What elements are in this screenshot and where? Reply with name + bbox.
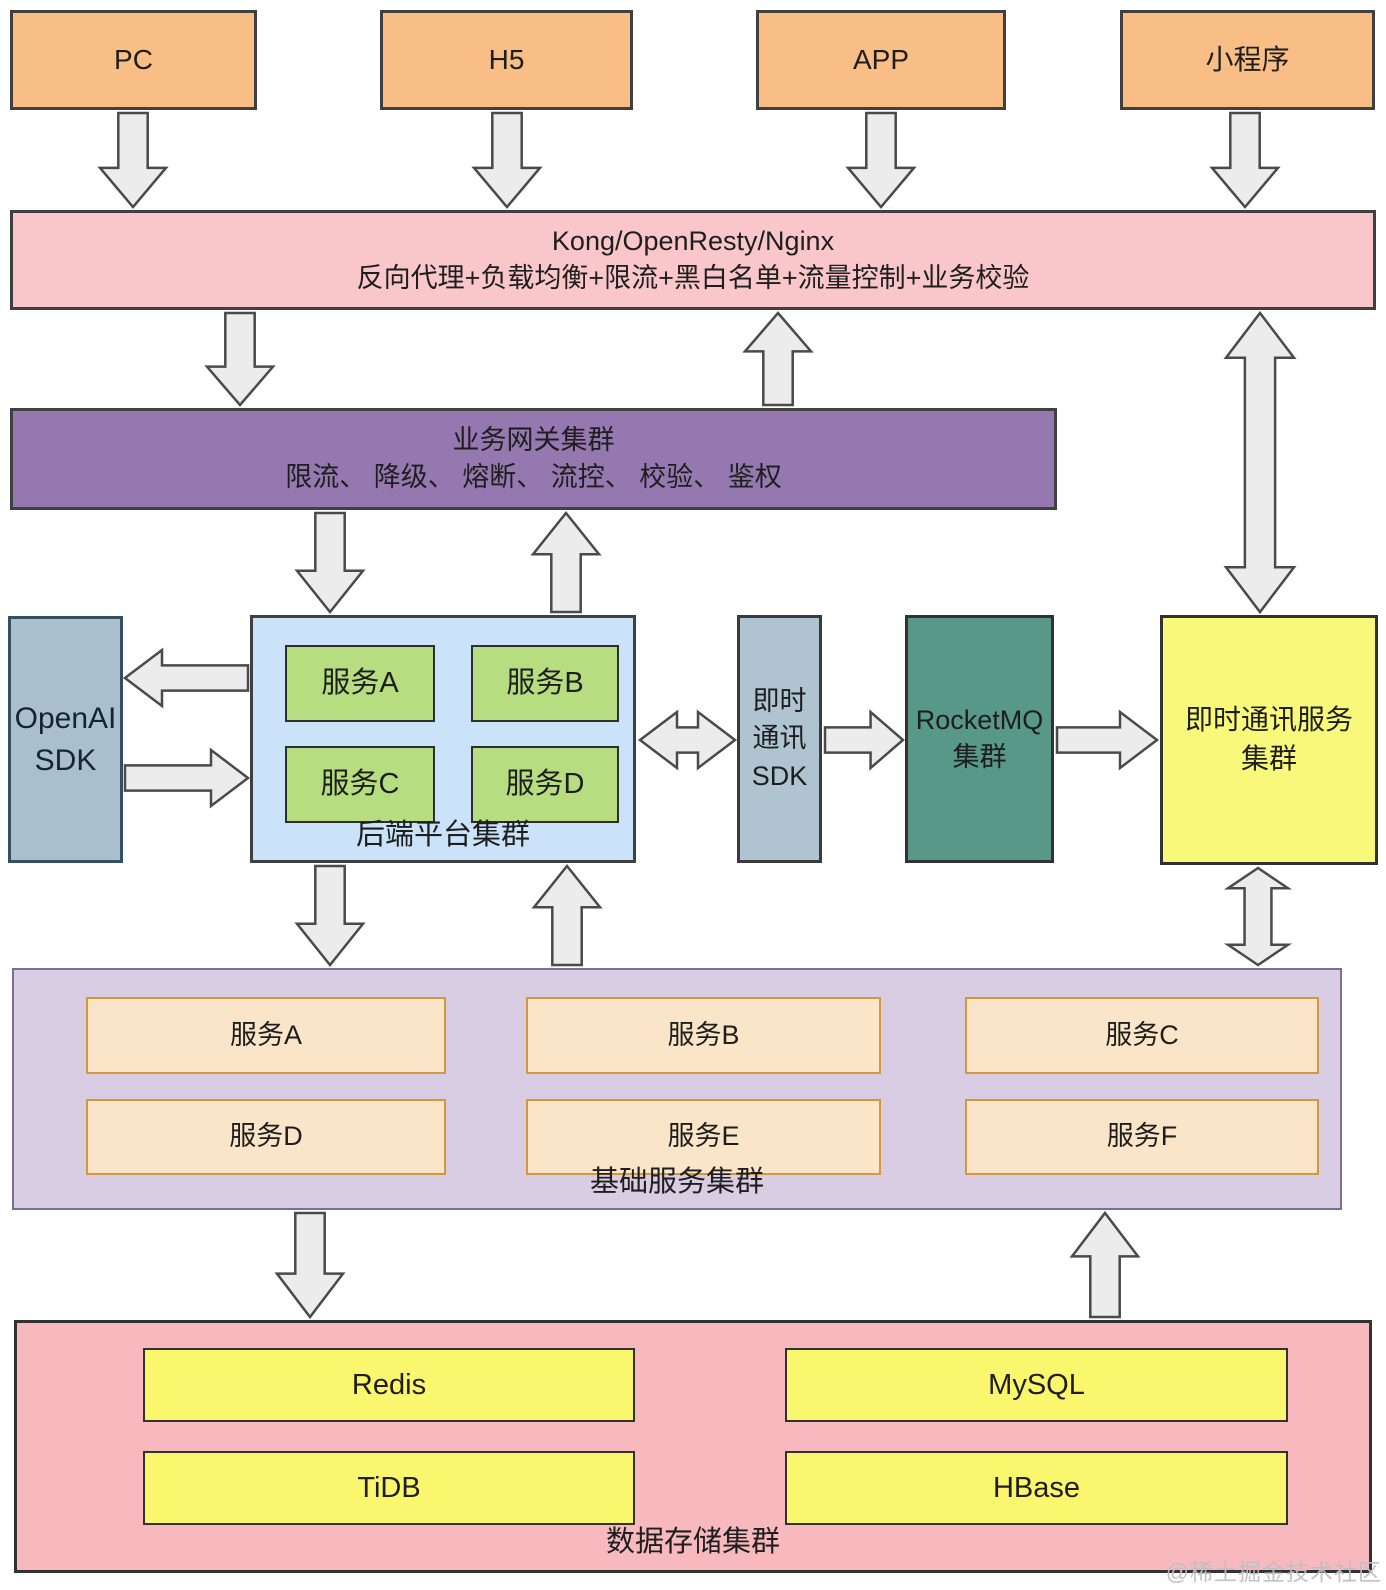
arrow-platform-to-openai-icon — [122, 647, 250, 709]
arrow-app-to-proxy-icon — [845, 111, 917, 209]
openai-sdk-box: OpenAI SDK — [8, 616, 123, 863]
client-label-app: APP — [852, 43, 910, 75]
client-box-miniprogram: 小程序 — [1120, 10, 1375, 110]
im-service-cluster-line1: 即时通讯服务 — [1184, 704, 1353, 736]
base-services-cluster-box: 服务A 服务B 服务C 服务D 服务E 服务F 基础服务集群 — [12, 968, 1342, 1210]
platform-service-b-box: 服务B — [471, 645, 619, 722]
hbase-label: HBase — [992, 1471, 1081, 1504]
arrow-storage-to-base-icon — [1069, 1210, 1141, 1319]
redis-box: Redis — [143, 1348, 635, 1422]
mysql-box: MySQL — [785, 1348, 1288, 1422]
arrow-pc-to-proxy-icon — [97, 111, 169, 209]
base-service-b-box: 服务B — [526, 997, 881, 1074]
proxy-title: Kong/OpenResty/Nginx — [551, 225, 835, 256]
gateway-subtitle: 限流、 降级、 熔断、 流控、 校验、 鉴权 — [285, 462, 782, 492]
client-box-h5: H5 — [380, 10, 633, 110]
tidb-box: TiDB — [143, 1451, 635, 1525]
proxy-layer-box: Kong/OpenResty/Nginx 反向代理+负载均衡+限流+黑白名单+流… — [10, 210, 1376, 310]
im-sdk-box: 即时 通讯 SDK — [737, 615, 822, 863]
arrow-platform-imsdk-link-icon — [637, 709, 738, 771]
backend-platform-cluster-label: 后端平台集群 — [355, 818, 530, 851]
data-storage-cluster-box: Redis MySQL TiDB HBase 数据存储集群 — [14, 1320, 1372, 1573]
data-storage-cluster-label: 数据存储集群 — [605, 1525, 780, 1558]
hbase-box: HBase — [785, 1451, 1288, 1525]
arrow-openai-to-platform-icon — [123, 747, 251, 809]
openai-sdk-line2: SDK — [34, 743, 97, 777]
base-service-c-label: 服务C — [1105, 1019, 1179, 1050]
client-label-pc: PC — [114, 43, 153, 75]
base-service-e-box: 服务E — [526, 1099, 881, 1175]
base-service-d-box: 服务D — [86, 1099, 446, 1175]
client-box-pc: PC — [10, 10, 257, 110]
im-sdk-line2: 通讯 — [752, 723, 807, 754]
base-service-e-label: 服务E — [667, 1121, 740, 1152]
platform-service-a-label: 服务A — [321, 667, 399, 700]
watermark-text: @稀土掘金技术社区 — [1165, 1559, 1382, 1585]
arrow-base-to-platform-icon — [531, 863, 603, 967]
rocketmq-line2: 集群 — [952, 742, 1007, 772]
im-service-cluster-box: 即时通讯服务 集群 — [1160, 615, 1378, 865]
base-service-c-box: 服务C — [965, 997, 1319, 1074]
proxy-subtitle: 反向代理+负载均衡+限流+黑白名单+流量控制+业务校验 — [356, 263, 1030, 293]
platform-service-d-label: 服务D — [505, 768, 585, 801]
base-service-f-box: 服务F — [965, 1099, 1319, 1175]
base-service-a-box: 服务A — [86, 997, 446, 1074]
platform-service-a-box: 服务A — [285, 645, 435, 722]
mysql-label: MySQL — [988, 1368, 1085, 1401]
arrow-platform-to-gateway-icon — [530, 510, 602, 614]
base-service-a-label: 服务A — [229, 1019, 302, 1050]
arrow-rocketmq-to-imcluster-icon — [1055, 709, 1160, 771]
arrow-imcluster-base-link-icon — [1223, 866, 1293, 967]
base-service-b-label: 服务B — [667, 1019, 740, 1050]
gateway-title: 业务网关集群 — [452, 424, 615, 455]
backend-platform-cluster-box: 服务A 服务B 服务C 服务D 后端平台集群 — [250, 615, 636, 863]
arrow-gateway-to-proxy-icon — [742, 311, 814, 407]
client-label-miniprogram: 小程序 — [1205, 43, 1290, 75]
client-box-app: APP — [756, 10, 1006, 110]
base-service-d-label: 服务D — [229, 1121, 303, 1152]
client-label-h5: H5 — [488, 43, 525, 75]
arrow-proxy-to-gateway-icon — [204, 311, 276, 407]
arrow-base-to-storage-icon — [274, 1211, 346, 1320]
im-sdk-line1: 即时 — [752, 686, 807, 717]
rocketmq-cluster-box: RocketMQ 集群 — [905, 615, 1054, 863]
tidb-label: TiDB — [357, 1471, 421, 1504]
platform-service-c-label: 服务C — [320, 768, 400, 801]
platform-service-c-box: 服务C — [285, 746, 435, 823]
arrow-platform-to-base-icon — [294, 864, 366, 968]
im-service-cluster-line2: 集群 — [1240, 743, 1297, 774]
base-service-f-label: 服务F — [1106, 1121, 1178, 1152]
base-services-cluster-label: 基础服务集群 — [589, 1165, 764, 1198]
arrow-miniprogram-to-proxy-icon — [1209, 111, 1281, 209]
im-sdk-line3: SDK — [751, 760, 808, 791]
openai-sdk-line1: OpenAI — [14, 702, 117, 736]
platform-service-d-box: 服务D — [471, 746, 619, 823]
arrow-h5-to-proxy-icon — [471, 111, 543, 209]
platform-service-b-label: 服务B — [506, 667, 584, 700]
arrow-proxy-imcluster-link-icon — [1223, 310, 1297, 615]
arrow-imsdk-to-rocketmq-icon — [823, 709, 905, 771]
arrow-gateway-to-platform-icon — [294, 511, 366, 615]
rocketmq-line1: RocketMQ — [915, 704, 1044, 735]
redis-label: Redis — [351, 1368, 427, 1401]
gateway-cluster-box: 业务网关集群 限流、 降级、 熔断、 流控、 校验、 鉴权 — [10, 408, 1057, 510]
